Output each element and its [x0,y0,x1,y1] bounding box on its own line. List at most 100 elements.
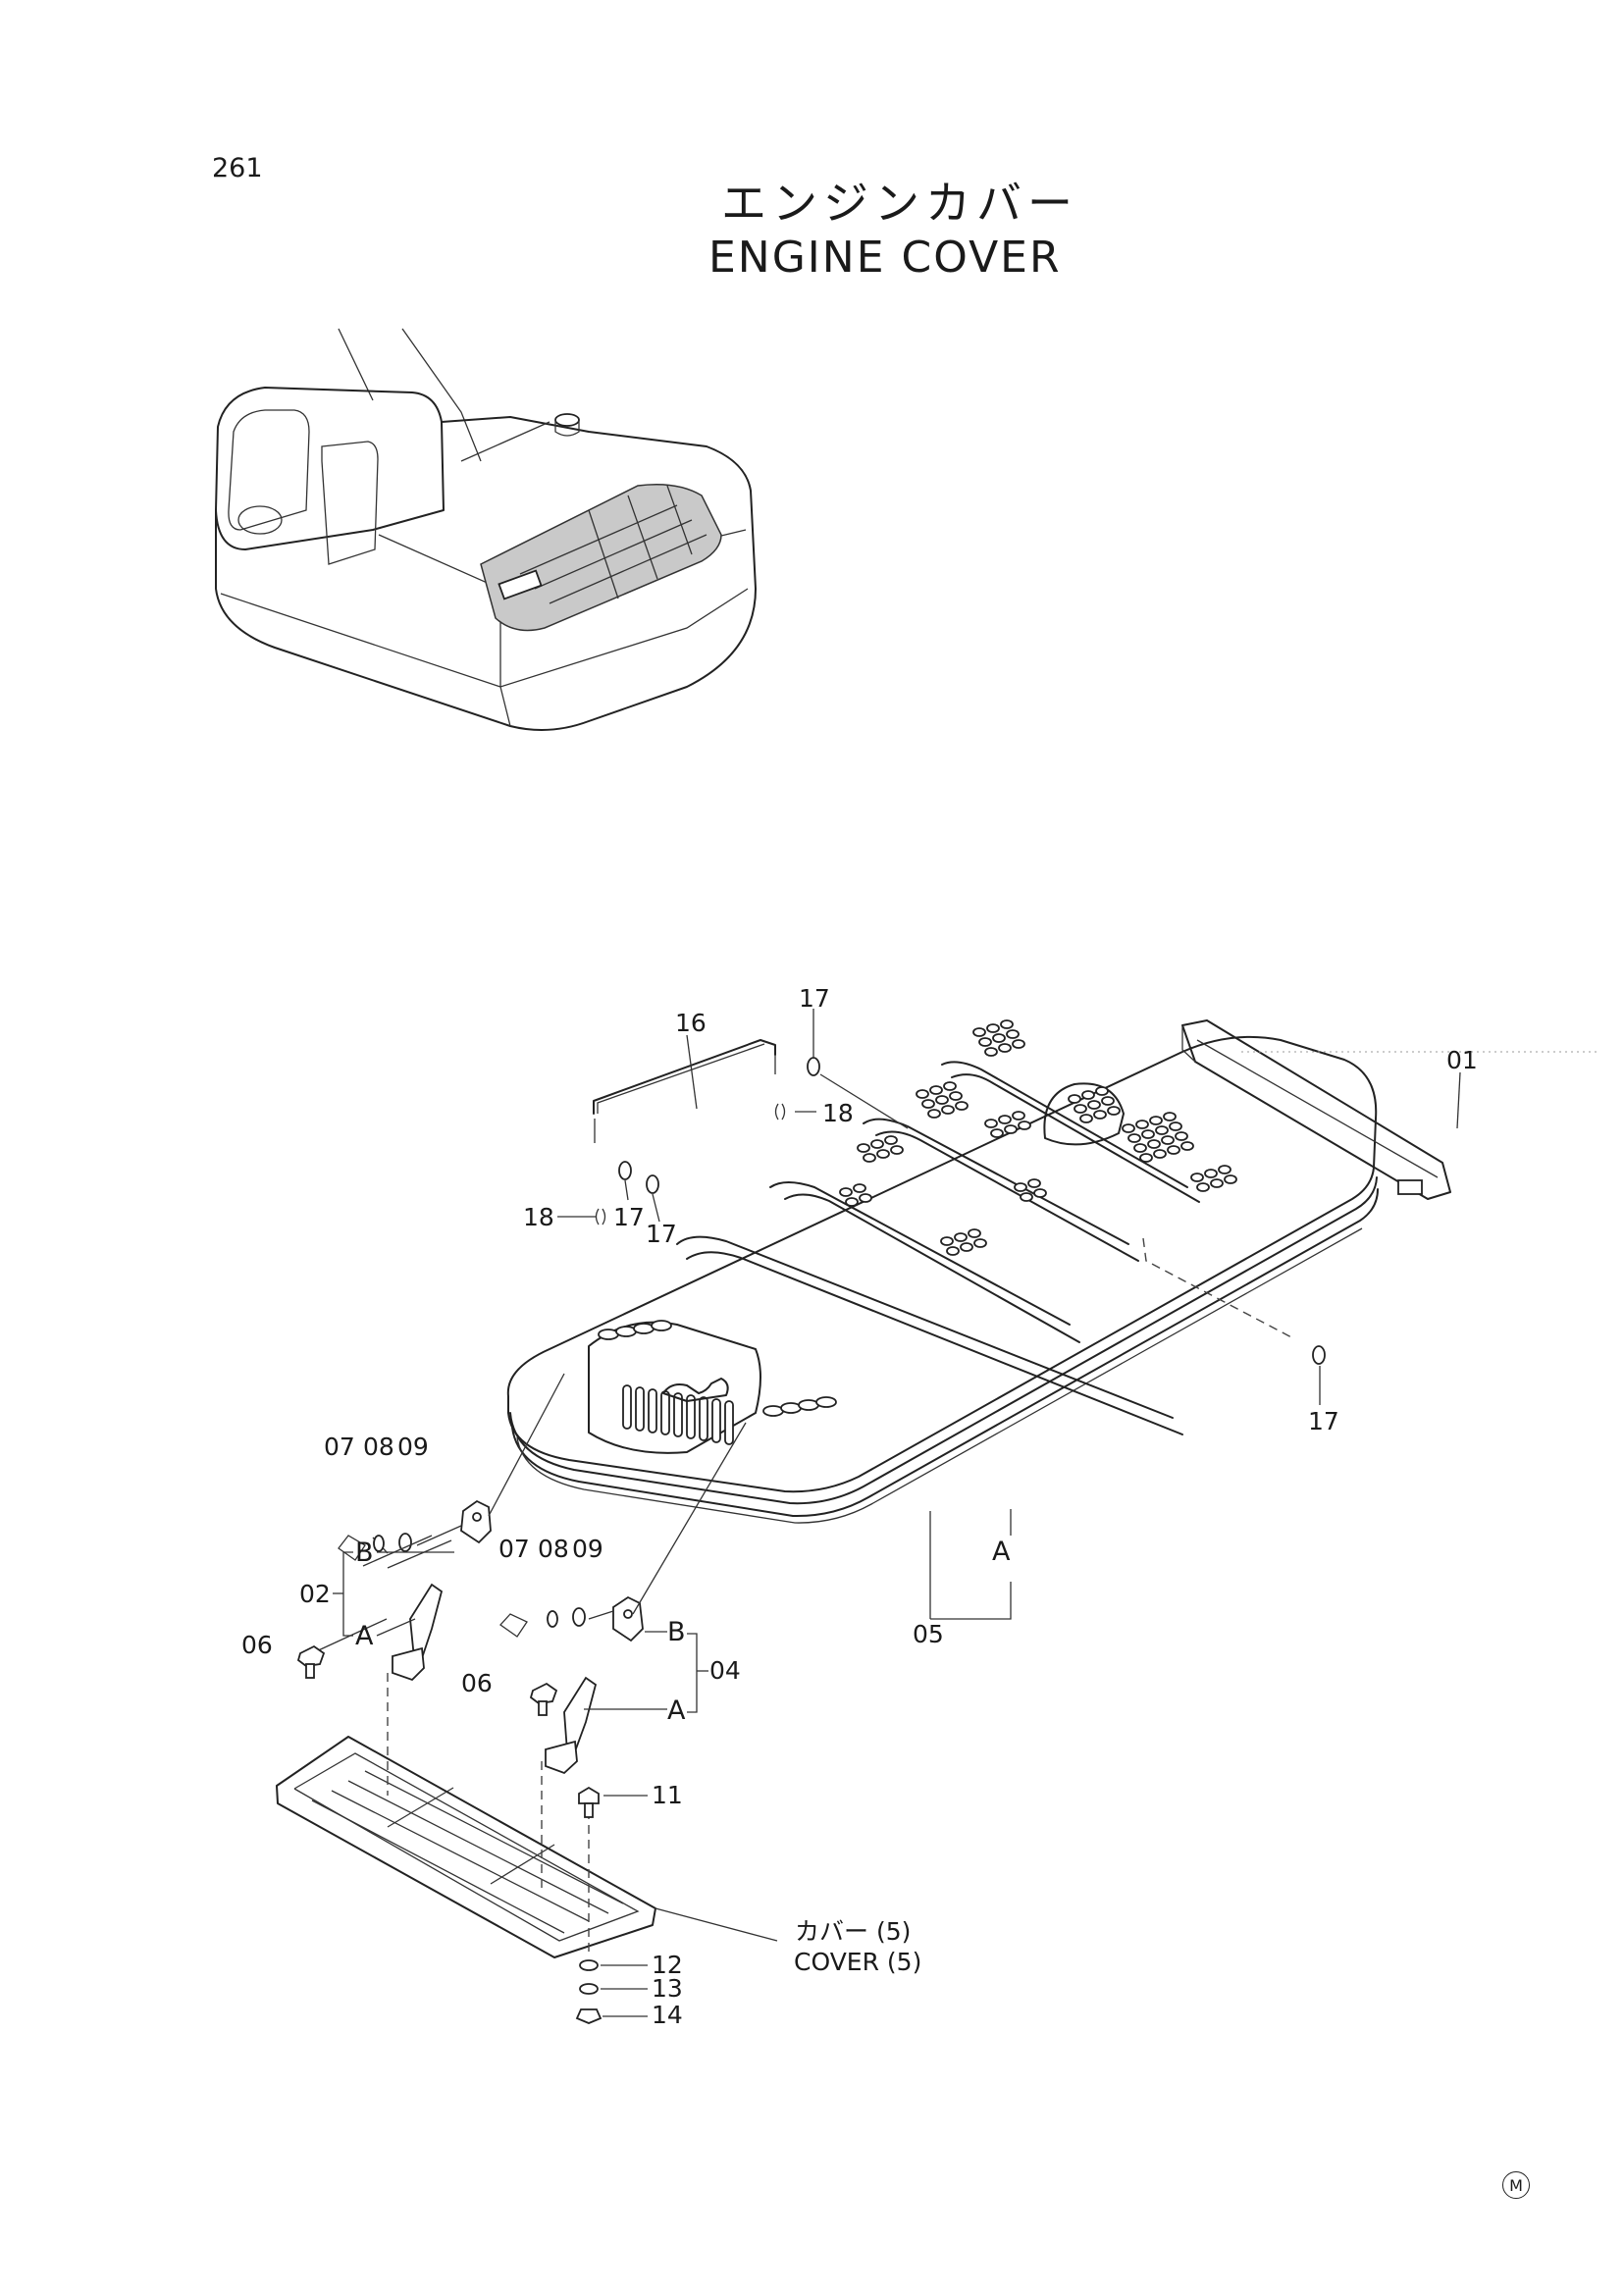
vent-hole [1180,1141,1194,1151]
vent-hole [1012,1039,1025,1049]
vent-hole [1141,1129,1155,1139]
vent-hole [998,1043,1012,1053]
vent-hole [998,1115,1012,1124]
vent-hole [990,1128,1004,1138]
vent-hole [940,1236,954,1246]
vent-hole [1101,1096,1115,1106]
vent-hole [1095,1086,1109,1096]
callout-04: 04 [709,1656,741,1685]
title-japanese: エンジンカバー [721,177,1078,230]
vent-hole [1163,1112,1177,1121]
engine-cover-part [506,1019,1451,1524]
vent-hole [1153,1149,1167,1159]
callout-18-left: 18 [523,1203,554,1231]
stay-rod-part [593,1039,776,1143]
vent-hole [1000,1019,1014,1029]
vent-hole [1020,1192,1033,1202]
callout-17-right: 17 [1308,1407,1339,1435]
small-cover-5-part [276,1673,778,1958]
vent-hole [1027,1178,1041,1188]
vent-hole [916,1089,929,1099]
vent-hole [1093,1110,1107,1120]
vent-hole [927,1109,941,1119]
callout-16: 16 [675,1009,707,1037]
vent-hole [973,1238,987,1248]
vent-hole [1139,1153,1153,1163]
vent-hole [960,1242,973,1252]
bracket-02 [333,1551,454,1637]
vent-hole [1133,1143,1147,1153]
washers-and-pins [595,1057,1326,1365]
vent-hole [1155,1125,1169,1135]
vent-hole [863,1153,876,1163]
front-vent-slot [686,1394,696,1439]
bolt-06-left [296,1644,326,1679]
hinge-assembly-left [311,1373,565,1682]
vent-hole [1210,1178,1224,1188]
vent-hole [890,1145,904,1155]
vent-hole [955,1101,969,1111]
side-vent-slot [633,1323,655,1334]
vent-hole [1135,1120,1149,1129]
vent-hole [929,1085,943,1095]
vent-hole [884,1135,898,1145]
vent-hole [1033,1188,1047,1198]
vent-hole [1018,1121,1031,1130]
front-vent-slots [598,1320,837,1445]
vent-hole [1218,1165,1231,1174]
vent-hole [968,1228,981,1238]
vent-hole [1081,1090,1095,1100]
vent-hole [1149,1116,1163,1125]
vent-hole [1161,1135,1175,1145]
vent-hole [1074,1104,1087,1114]
callout-02: 02 [299,1580,331,1608]
front-vent-slot [635,1386,645,1432]
callout-07-right: 07 [498,1535,530,1563]
page-number: 261 [212,153,263,183]
callout-18-top: 18 [822,1099,854,1127]
fastener-stack [575,1786,648,2024]
vent-hole [946,1246,960,1256]
vent-hole [972,1027,986,1037]
front-vent-slot [648,1388,657,1434]
callout-09-right: 09 [572,1535,603,1563]
bolt-06-right [529,1682,558,1716]
letter-a-left: A [355,1621,374,1651]
vent-hole [943,1081,957,1091]
callout-13: 13 [652,1974,683,2003]
vent-hole [839,1187,853,1197]
letter-b-left: B [355,1538,374,1568]
vent-hole [954,1232,968,1242]
vent-hole [935,1095,949,1105]
vent-hole [1167,1145,1180,1155]
side-vent-slot [651,1320,672,1331]
vent-hole [1127,1133,1141,1143]
maker-mark: M [1502,2171,1530,2199]
vent-hole [1012,1111,1025,1121]
callout-14: 14 [652,2001,683,2029]
callout-07-left: 07 [324,1433,355,1461]
callout-17-left: 17 [613,1203,645,1231]
callout-06-left: 06 [241,1631,273,1659]
vent-hole [853,1183,866,1193]
vent-hole [1196,1182,1210,1192]
letter-b-right: B [667,1617,686,1647]
vent-hole [857,1143,870,1153]
vent-hole [992,1033,1006,1043]
vent-hole [1004,1124,1018,1134]
vent-hole [1079,1114,1093,1123]
side-vent-slot [598,1329,619,1340]
callout-01: 01 [1446,1046,1478,1074]
callout-09-left: 09 [397,1433,429,1461]
vent-hole [1122,1123,1135,1133]
cover-note-english: COVER (5) [794,1948,922,1976]
vent-hole [978,1037,992,1047]
callout-11: 11 [652,1781,683,1809]
vent-hole [1006,1029,1020,1039]
vent-hole [1190,1173,1204,1182]
front-vent-slot [724,1400,734,1445]
leader-lines [557,1009,1599,1620]
vent-hole [1087,1100,1101,1110]
vent-hole [1224,1174,1237,1184]
